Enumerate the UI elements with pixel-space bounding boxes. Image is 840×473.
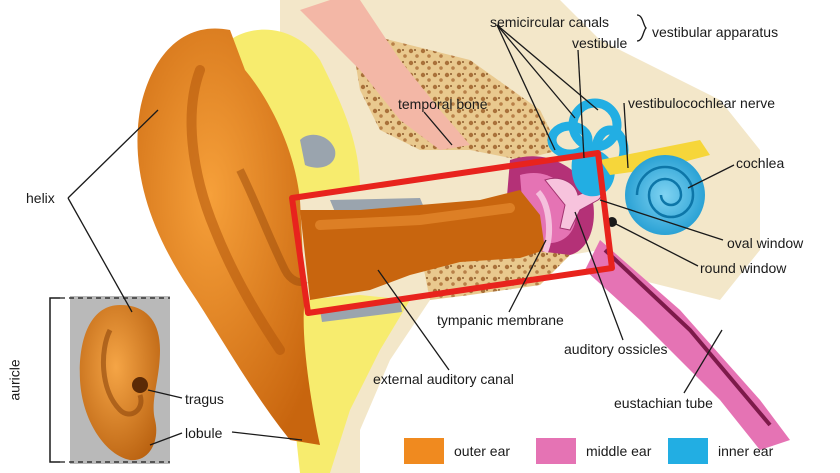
cochlea-spiral [635, 165, 695, 219]
label-vestibulocochlear-nerve: vestibulocochlear nerve [628, 95, 776, 111]
antihelix-fold [186, 65, 285, 355]
legend-outer-ear: outer ear [404, 437, 510, 465]
cartilage-gap-3 [320, 300, 402, 322]
label-eustachian-tube: eustachian tube [614, 395, 713, 411]
legend-middle-ear: middle ear [536, 437, 651, 465]
label-lobule: lobule [185, 425, 223, 441]
external-auditory-canal [300, 190, 545, 300]
auricle-bracket [49, 297, 60, 463]
label-tympanic-membrane: tympanic membrane [437, 312, 564, 328]
legend-label-outer-ear: outer ear [454, 443, 511, 459]
legend-swatch-middle-ear [536, 438, 576, 464]
label-vestibular-apparatus: vestibular apparatus [652, 24, 779, 40]
label-cochlea: cochlea [736, 155, 785, 171]
concha-shading [236, 168, 308, 286]
label-auditory-ossicles: auditory ossicles [564, 341, 668, 357]
highlight-box [289, 150, 615, 316]
legend-label-inner-ear: inner ear [718, 443, 774, 459]
label-oval-window: oval window [727, 235, 804, 251]
label-semicircular-canals: semicircular canals [490, 14, 610, 30]
label-helix: helix [26, 190, 55, 206]
legend-swatch-outer-ear [404, 438, 444, 464]
label-vestibule: vestibule [572, 35, 628, 51]
spongy-bone [350, 30, 560, 160]
skin-layer [300, 0, 470, 150]
small-ear-shape [79, 305, 160, 461]
legend-swatch-inner-ear [668, 438, 708, 464]
label-tragus: tragus [185, 391, 224, 407]
eustachian-tube [585, 240, 790, 450]
cartilage-gap-1 [300, 134, 336, 168]
legend-inner-ear: inner ear [668, 437, 773, 465]
vestibular-brace [636, 14, 647, 42]
label-auricle: auricle [6, 359, 23, 401]
eustachian-tube-inner [603, 248, 772, 427]
label-external-auditory-canal: external auditory canal [373, 371, 514, 387]
label-temporal-bone: temporal bone [398, 96, 488, 112]
small-ear-fold [100, 328, 144, 417]
leader-lines [67, 24, 735, 446]
tympanic-membrane-shape [535, 189, 552, 254]
legend-label-middle-ear: middle ear [586, 443, 652, 459]
small-ear-opening [132, 377, 148, 393]
label-round-window: round window [700, 260, 787, 276]
canal-highlight [315, 203, 515, 230]
cartilage-lower [290, 295, 410, 473]
